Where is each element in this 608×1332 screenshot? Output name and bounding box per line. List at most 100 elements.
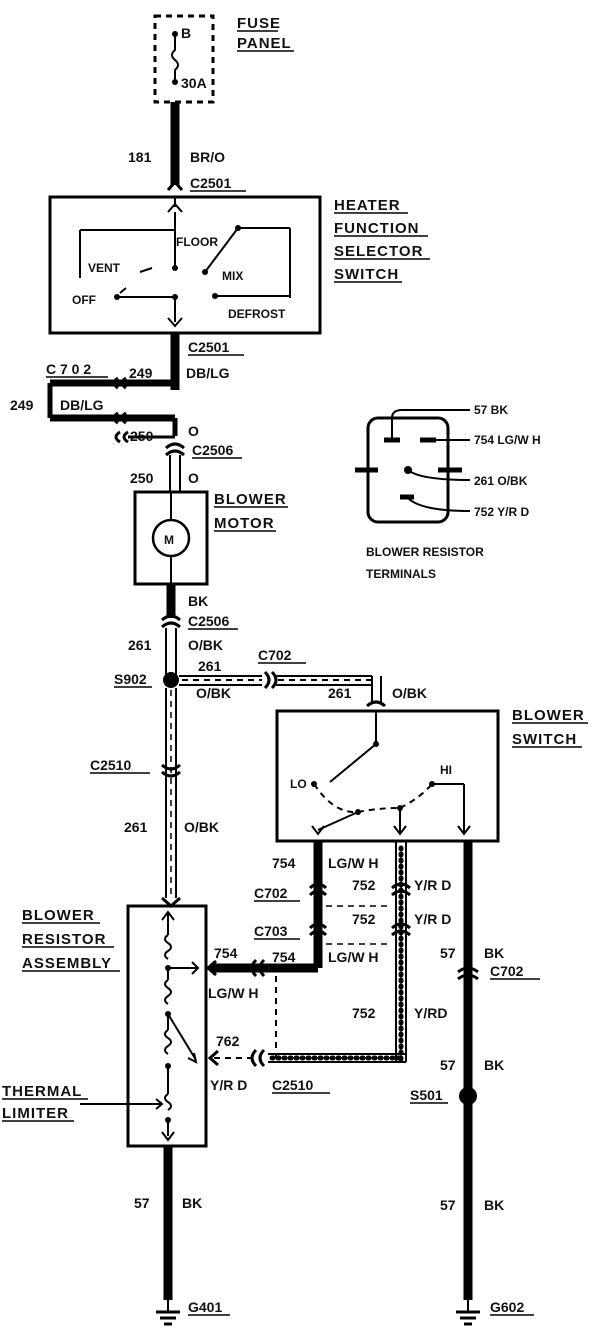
res-input-762-number: 762 <box>216 1033 240 1049</box>
connector-c702-splice: C702 <box>258 647 292 663</box>
res-input-754-number: 754 <box>214 945 238 961</box>
wire-752-mid-color: Y/R D <box>414 911 451 927</box>
splice-s501-label: S501 <box>410 1087 443 1103</box>
wire-57-right-number-1: 57 <box>440 945 456 961</box>
selector-defrost: DEFROST <box>228 307 286 321</box>
resistor-assembly-label-2: RESISTOR <box>22 931 106 948</box>
wire-752-upper-number: 752 <box>352 877 376 893</box>
resistor-terminal-752: 752 Y/R D <box>474 505 529 519</box>
motor-out-color: BK <box>188 593 208 609</box>
resistor-assembly-internals <box>80 910 200 1142</box>
wire-754-mid-number: 754 <box>272 949 296 965</box>
ground-g401: G401 <box>188 1299 222 1315</box>
wire-250-number-upper: 250 <box>130 428 154 444</box>
resistor-terminal-261: 261 O/BK <box>474 474 528 488</box>
connector-c702-top: C 7 0 2 <box>46 361 91 377</box>
wire-57-right-color-2: BK <box>484 1057 504 1073</box>
fuse-rating: 30A <box>181 75 207 91</box>
wire-250-number: 250 <box>130 470 154 486</box>
resistor-assembly-label: BLOWER <box>22 907 95 924</box>
wire-249-color: DB/LG <box>186 365 230 381</box>
fuse-panel-label: FUSE <box>237 15 281 32</box>
wire-57-left-number: 57 <box>134 1195 150 1211</box>
wire-181-color: BR/O <box>190 149 225 165</box>
blower-switch-box <box>275 709 500 843</box>
wire-261-lower-color: O/BK <box>184 819 219 835</box>
wire-250-color: O <box>188 470 199 486</box>
ground-g602-symbol <box>456 1300 480 1326</box>
wire-249-left-number: 249 <box>10 397 34 413</box>
wire-754-upper-color: LG/W H <box>328 855 379 871</box>
wire-261-splice-number: 261 <box>198 658 222 674</box>
fuse-terminal-b: B <box>181 25 191 41</box>
wire-57-right-color-3: BK <box>484 1197 504 1213</box>
wire-752-mid-number: 752 <box>352 911 376 927</box>
wire-261-color-upper: O/BK <box>188 637 223 653</box>
selector-title-1: HEATER <box>334 197 401 214</box>
connector-c703: C703 <box>254 923 288 939</box>
selector-off: OFF <box>72 293 96 307</box>
connector-c2501-bottom: C2501 <box>188 339 229 355</box>
blower-switch-hi: HI <box>440 763 452 777</box>
res-input-754-color: LG/W H <box>208 985 259 1001</box>
thermal-limiter-label: THERMAL <box>2 1083 82 1100</box>
selector-switch-box <box>48 195 322 335</box>
wire-754-upper-number: 754 <box>272 855 296 871</box>
wire-57-right-number-3: 57 <box>440 1197 456 1213</box>
wire-752-upper-color: Y/R D <box>414 877 451 893</box>
wire-57-right-color-1: BK <box>484 945 504 961</box>
res-input-762-color: Y/R D <box>210 1077 247 1093</box>
resistor-terminals-caption: BLOWER RESISTOR <box>366 545 484 559</box>
selector-switch-internals <box>79 197 291 328</box>
selector-mix: MIX <box>222 269 243 283</box>
ground-g401-symbol <box>156 1300 180 1326</box>
splice-s902 <box>163 672 179 688</box>
wire-752-lower-color: Y/RD <box>414 1005 447 1021</box>
resistor-terminal-57: 57 BK <box>474 403 508 417</box>
thermal-limiter-label-2: LIMITER <box>2 1105 69 1122</box>
wire-752-lower-number: 752 <box>352 1005 376 1021</box>
selector-title-4: SWITCH <box>334 266 399 283</box>
selector-title-2: FUNCTION <box>334 220 420 237</box>
splice-s501 <box>459 1087 477 1105</box>
resistor-terminal-754: 754 LG/W H <box>474 433 541 447</box>
ground-g602: G602 <box>490 1299 524 1315</box>
wire-181-number: 181 <box>128 149 152 165</box>
connector-c2510-lower: C2510 <box>272 1077 313 1093</box>
splice-s902-label: S902 <box>114 671 147 687</box>
wire-754-mid-color: LG/W H <box>328 949 379 965</box>
connector-c702-mid: C702 <box>254 885 288 901</box>
wire-249-left-color: DB/LG <box>60 397 104 413</box>
resistor-assembly-label-3: ASSEMBLY <box>22 955 112 972</box>
blower-motor-label: BLOWER <box>214 491 287 508</box>
fuse-panel: B 30A <box>153 14 215 104</box>
blower-switch-lo: LO <box>290 777 307 791</box>
resistor-terminals-caption-2: TERMINALS <box>366 567 436 581</box>
wire-261-splice-color: O/BK <box>196 685 231 701</box>
connector-c2506-top: C2506 <box>192 442 233 458</box>
wire-249-number: 249 <box>129 365 153 381</box>
blower-switch-label: BLOWER <box>512 707 585 724</box>
selector-vent: VENT <box>88 261 121 275</box>
blower-switch-label-2: SWITCH <box>512 731 577 748</box>
blower-motor-label-2: MOTOR <box>214 515 275 532</box>
blower-switch-internals <box>311 711 471 836</box>
motor-m: M <box>164 533 174 547</box>
c702-connector-block <box>47 376 175 425</box>
connector-c2501-top: C2501 <box>190 175 231 191</box>
fuse-panel-label-2: PANEL <box>237 35 292 52</box>
wire-261-number-upper: 261 <box>128 637 152 653</box>
connector-c702-right: C702 <box>490 963 524 979</box>
resistor-terminals-diagram <box>355 409 471 524</box>
selector-floor: FLOOR <box>176 235 218 249</box>
wire-57-right-number-2: 57 <box>440 1057 456 1073</box>
connector-c2506-bottom: C2506 <box>188 613 229 629</box>
wire-57-left-color: BK <box>182 1195 202 1211</box>
wire-261-switch-number: 261 <box>328 685 352 701</box>
wire-261-switch-color: O/BK <box>392 685 427 701</box>
connector-c2510-upper: C2510 <box>90 757 131 773</box>
selector-title-3: SELECTOR <box>334 243 423 260</box>
wire-261-lower-number: 261 <box>124 819 148 835</box>
wire-250-color-upper: O <box>188 423 199 439</box>
